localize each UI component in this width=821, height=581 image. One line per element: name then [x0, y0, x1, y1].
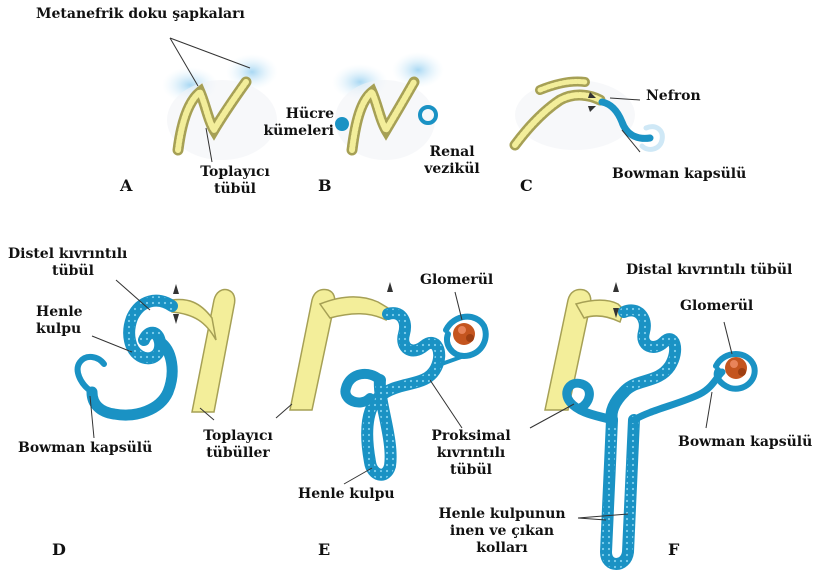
label-bowman-d: Bowman kapsülü — [18, 440, 152, 457]
panel-label-e: E — [318, 540, 330, 559]
label-toplayici-tubuller: Toplayıcı tübüller — [200, 428, 276, 462]
label-bowman-f: Bowman kapsülü — [678, 434, 812, 451]
panel-label-a: A — [120, 176, 132, 195]
label-distel-line2: tübül — [8, 263, 127, 280]
label-henle-f-line2: inen ve çıkan — [432, 523, 572, 540]
label-distel: Distel kıvrıntılı tübül — [8, 246, 127, 280]
label-henle-e: Henle kulpu — [298, 486, 395, 503]
panel-label-d: D — [52, 540, 66, 559]
panel-c-drawing — [515, 80, 662, 152]
label-toplayicilar-line2: tübüller — [200, 445, 276, 462]
label-hucre-line2: kümeleri — [248, 123, 334, 140]
label-distal-f: Distal kıvrıntılı tübül — [626, 262, 792, 279]
label-toplayici-line2: tübül — [200, 181, 270, 198]
label-glomerul-e: Glomerül — [420, 272, 493, 289]
panel-label-c: C — [520, 176, 533, 195]
label-nefron: Nefron — [646, 88, 701, 105]
label-toplayicilar-line1: Toplayıcı — [200, 428, 276, 445]
label-henle-d: Henle kulpu — [36, 304, 83, 338]
label-renal-line2: vezikül — [422, 161, 482, 178]
label-hucre-kumeleri: Hücre kümeleri — [248, 106, 334, 140]
label-henle-f: Henle kulpunun inen ve çıkan kolları — [432, 506, 572, 557]
label-hucre-line1: Hücre — [248, 106, 334, 123]
label-proksimal-line3: tübül — [430, 462, 512, 479]
label-renal-vezikul: Renal vezikül — [422, 144, 482, 178]
label-henle-f-line3: kolları — [432, 540, 572, 557]
label-proksimal-line1: Proksimal — [430, 428, 512, 445]
label-toplayici-line1: Toplayıcı — [200, 164, 270, 181]
label-glomerul-f: Glomerül — [680, 298, 753, 315]
label-henle-f-line1: Henle kulpunun — [432, 506, 572, 523]
label-proksimal-line2: kıvrıntılı — [430, 445, 512, 462]
panel-d-drawing — [78, 280, 235, 438]
label-toplayici-tubul: Toplayıcı tübül — [200, 164, 270, 198]
panel-a-drawing — [162, 38, 278, 162]
label-renal-line1: Renal — [422, 144, 482, 161]
label-distel-line1: Distel kıvrıntılı — [8, 246, 127, 263]
label-henle-d-line2: kulpu — [36, 321, 83, 338]
label-metanefrik: Metanefrik doku şapkaları — [36, 6, 245, 23]
label-proksimal: Proksimal kıvrıntılı tübül — [430, 428, 512, 479]
label-henle-d-line1: Henle — [36, 304, 83, 321]
panel-label-f: F — [668, 540, 679, 559]
panel-label-b: B — [318, 176, 332, 195]
label-bowman-c: Bowman kapsülü — [612, 166, 746, 183]
